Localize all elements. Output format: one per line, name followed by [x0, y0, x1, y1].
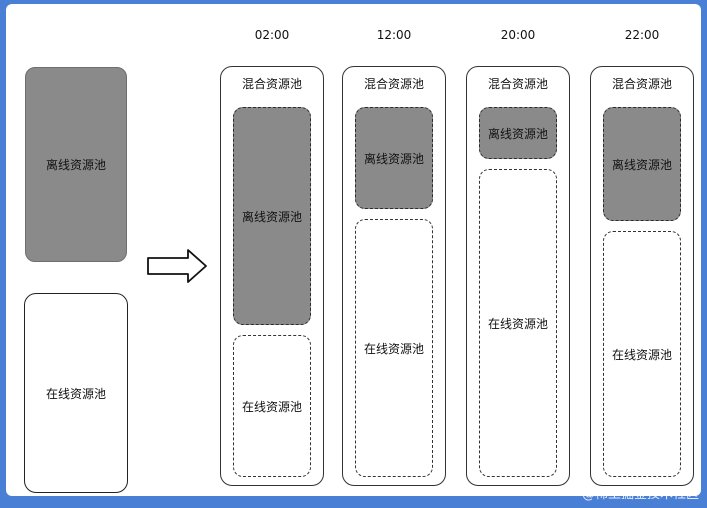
online-pool-label: 在线资源池	[611, 347, 672, 362]
online-pool-segment: 在线资源池	[479, 169, 557, 477]
time-label-2000: 20:00	[500, 28, 536, 42]
time-label-2200: 22:00	[624, 28, 660, 42]
mixed-pool-title: 混合资源池	[363, 77, 424, 91]
online-pool-segment: 在线资源池	[233, 335, 311, 477]
mixed-pool-title: 混合资源池	[487, 77, 548, 91]
offline-pool-label: 离线资源池	[363, 151, 424, 166]
mixed-pool-column-0200: 混合资源池 离线资源池 在线资源池	[220, 66, 324, 486]
offline-pool-label: 离线资源池	[487, 126, 548, 141]
online-pool-label: 在线资源池	[363, 341, 424, 356]
online-pool-label: 在线资源池	[487, 316, 548, 331]
online-pool-segment: 在线资源池	[355, 219, 433, 477]
time-label-1200: 12:00	[376, 28, 412, 42]
online-pool-segment: 在线资源池	[603, 231, 681, 477]
offline-pool-segment: 离线资源池	[603, 107, 681, 221]
offline-pool-box: 离线资源池	[25, 67, 127, 262]
offline-pool-segment: 离线资源池	[355, 107, 433, 209]
watermark: @稀土掘金技术社区	[581, 487, 699, 502]
right-arrow-icon	[147, 249, 207, 283]
offline-pool-label: 离线资源池	[45, 158, 106, 172]
online-pool-label: 在线资源池	[45, 386, 106, 401]
mixed-pool-column-2200: 混合资源池 离线资源池 在线资源池	[590, 66, 694, 486]
mixed-pool-column-1200: 混合资源池 离线资源池 在线资源池	[342, 66, 446, 486]
time-label-0200: 02:00	[254, 28, 290, 42]
online-pool-label: 在线资源池	[241, 399, 302, 414]
online-pool-box: 在线资源池	[24, 293, 128, 493]
mixed-pool-title: 混合资源池	[241, 77, 302, 91]
diagram-canvas: 离线资源池 在线资源池 02:00 12:00 20:00 22:00 混合资源…	[6, 4, 701, 496]
offline-pool-label: 离线资源池	[241, 209, 302, 224]
offline-pool-label: 离线资源池	[611, 157, 672, 172]
mixed-pool-title: 混合资源池	[611, 77, 672, 91]
offline-pool-segment: 离线资源池	[233, 107, 311, 325]
mixed-pool-column-2000: 混合资源池 离线资源池 在线资源池	[466, 66, 570, 486]
offline-pool-segment: 离线资源池	[479, 107, 557, 159]
